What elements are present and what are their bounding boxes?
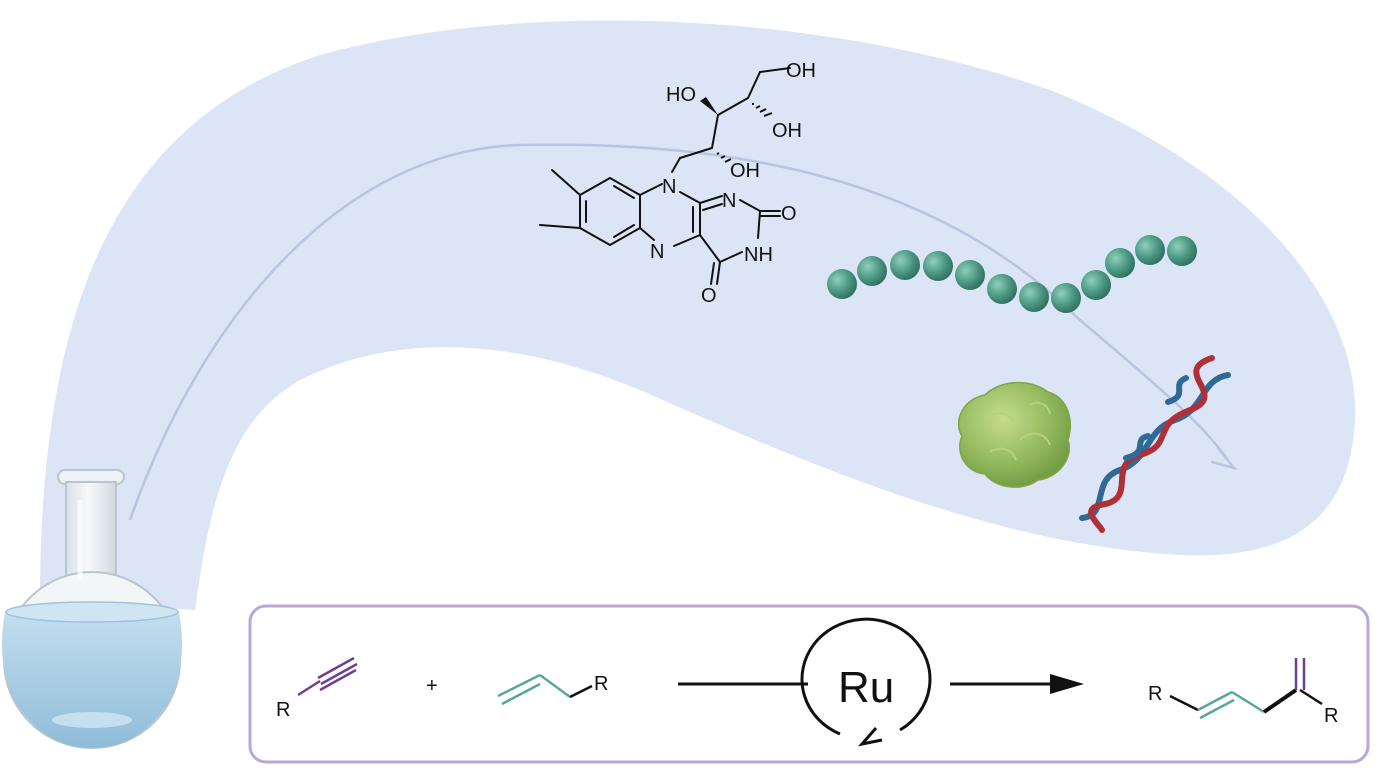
bead-7: [1019, 282, 1049, 312]
dna-double-helix-icon: [1079, 355, 1231, 533]
n10-label: N: [662, 176, 676, 198]
o2-label: O: [781, 203, 797, 225]
alkyne-r-label: R: [276, 699, 290, 721]
reaction-panel: R + R Ru R: [248, 604, 1370, 764]
oh-label-mid: OH: [772, 120, 802, 142]
reactant-alkene: R: [497, 673, 608, 706]
round-bottom-flask-icon: [2, 469, 182, 749]
oh-label-low: OH: [730, 160, 760, 182]
globular-protein-icon: [957, 381, 1071, 488]
ruthenium-catalytic-cycle: Ru: [678, 617, 1084, 747]
reaction-arrowhead-icon: [1050, 674, 1084, 694]
bead-8: [1051, 283, 1081, 313]
product-r2-label: R: [1324, 705, 1338, 727]
bead-11: [1135, 235, 1165, 265]
bead-10: [1105, 248, 1135, 278]
peptide-bead-chain-icon: [827, 235, 1197, 313]
bead-12: [1167, 236, 1197, 266]
ho-label-left: HO: [666, 84, 696, 106]
bead-1: [827, 269, 857, 299]
product-r1-label: R: [1148, 683, 1162, 705]
bead-6: [987, 274, 1017, 304]
pathway-arc: [128, 143, 1230, 521]
n1-label: N: [722, 190, 736, 212]
cycle-arrowhead-icon: [857, 727, 883, 747]
bead-5: [955, 260, 985, 290]
bead-3: [890, 250, 920, 280]
n5-label: N: [650, 241, 664, 263]
riboflavin-structure: OH HO OH OH N N N NH O O: [539, 60, 816, 307]
o4-label: O: [701, 285, 717, 307]
reactant-alkyne: R: [276, 656, 358, 721]
bead-2: [857, 256, 887, 286]
plus-sign: +: [426, 675, 438, 697]
nh-label: NH: [744, 244, 773, 266]
alkene-r-label: R: [594, 673, 608, 695]
bead-4: [923, 251, 953, 281]
product-diene: R R: [1148, 658, 1338, 727]
bead-9: [1081, 270, 1111, 300]
catalyst-label: Ru: [838, 663, 894, 712]
oh-label-top: OH: [786, 60, 816, 82]
pathway-arrowhead: [1210, 446, 1238, 471]
